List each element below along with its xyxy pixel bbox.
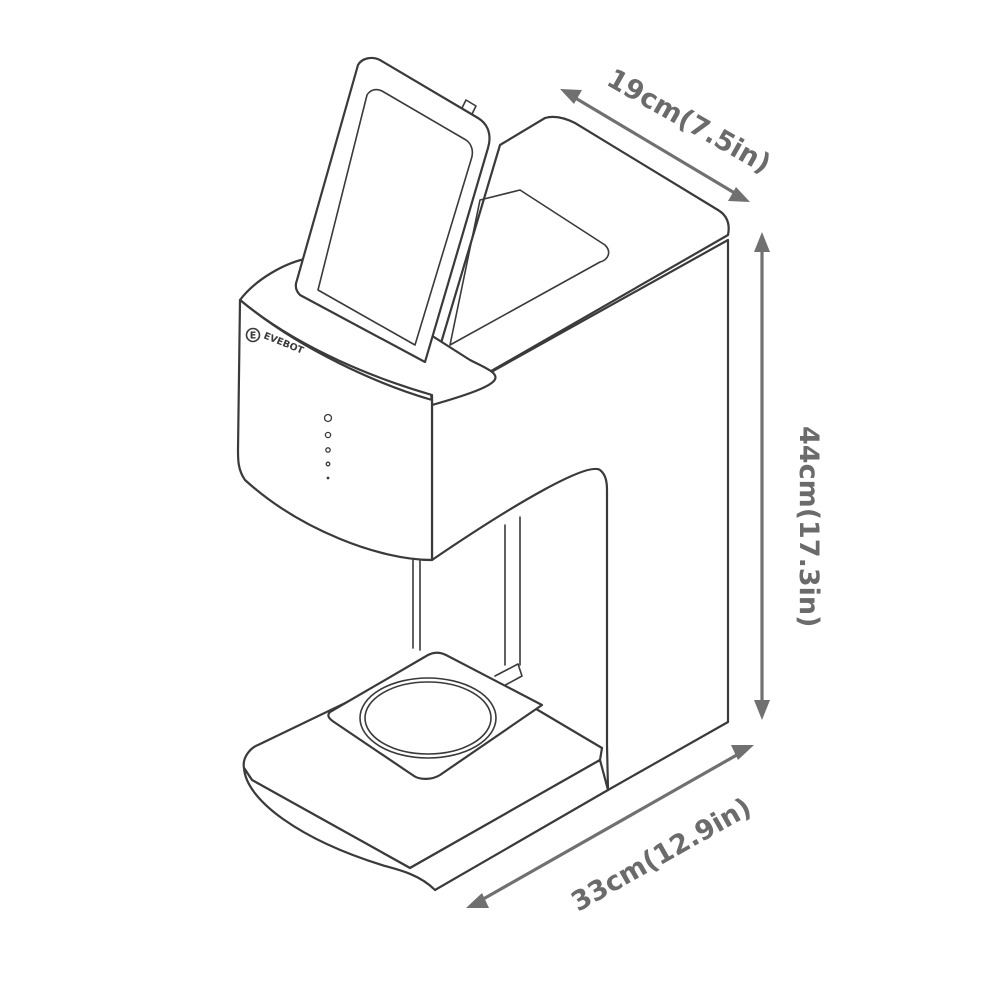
arrow-head-icon bbox=[731, 745, 754, 760]
arrow-head-icon bbox=[754, 700, 770, 720]
touch-screen bbox=[294, 56, 491, 364]
vertical-column bbox=[412, 238, 730, 792]
height-dimension-label: 44cm(17.3in) bbox=[793, 426, 824, 628]
arrow-head-icon bbox=[466, 893, 489, 908]
width-dimension-line bbox=[476, 750, 744, 904]
indicator-light bbox=[323, 413, 333, 423]
indicator-light bbox=[325, 447, 331, 453]
top-body bbox=[428, 115, 730, 407]
arrow-head-icon bbox=[754, 232, 770, 252]
arrow-head-icon bbox=[728, 187, 750, 202]
arrow-head-icon bbox=[560, 89, 582, 104]
indicator-light bbox=[326, 476, 330, 480]
depth-dimension-line bbox=[570, 94, 740, 197]
width-dimension-label: 33cm(12.9in) bbox=[566, 792, 757, 918]
circled-e-letter: E bbox=[250, 331, 257, 342]
indicator-lights-icon bbox=[323, 413, 333, 480]
indicator-light bbox=[324, 431, 332, 439]
cup-tray bbox=[327, 651, 544, 780]
height-dimension: 44cm(17.3in) bbox=[754, 232, 824, 720]
indicator-light bbox=[325, 461, 331, 467]
circled-e-logo-icon bbox=[245, 327, 261, 343]
